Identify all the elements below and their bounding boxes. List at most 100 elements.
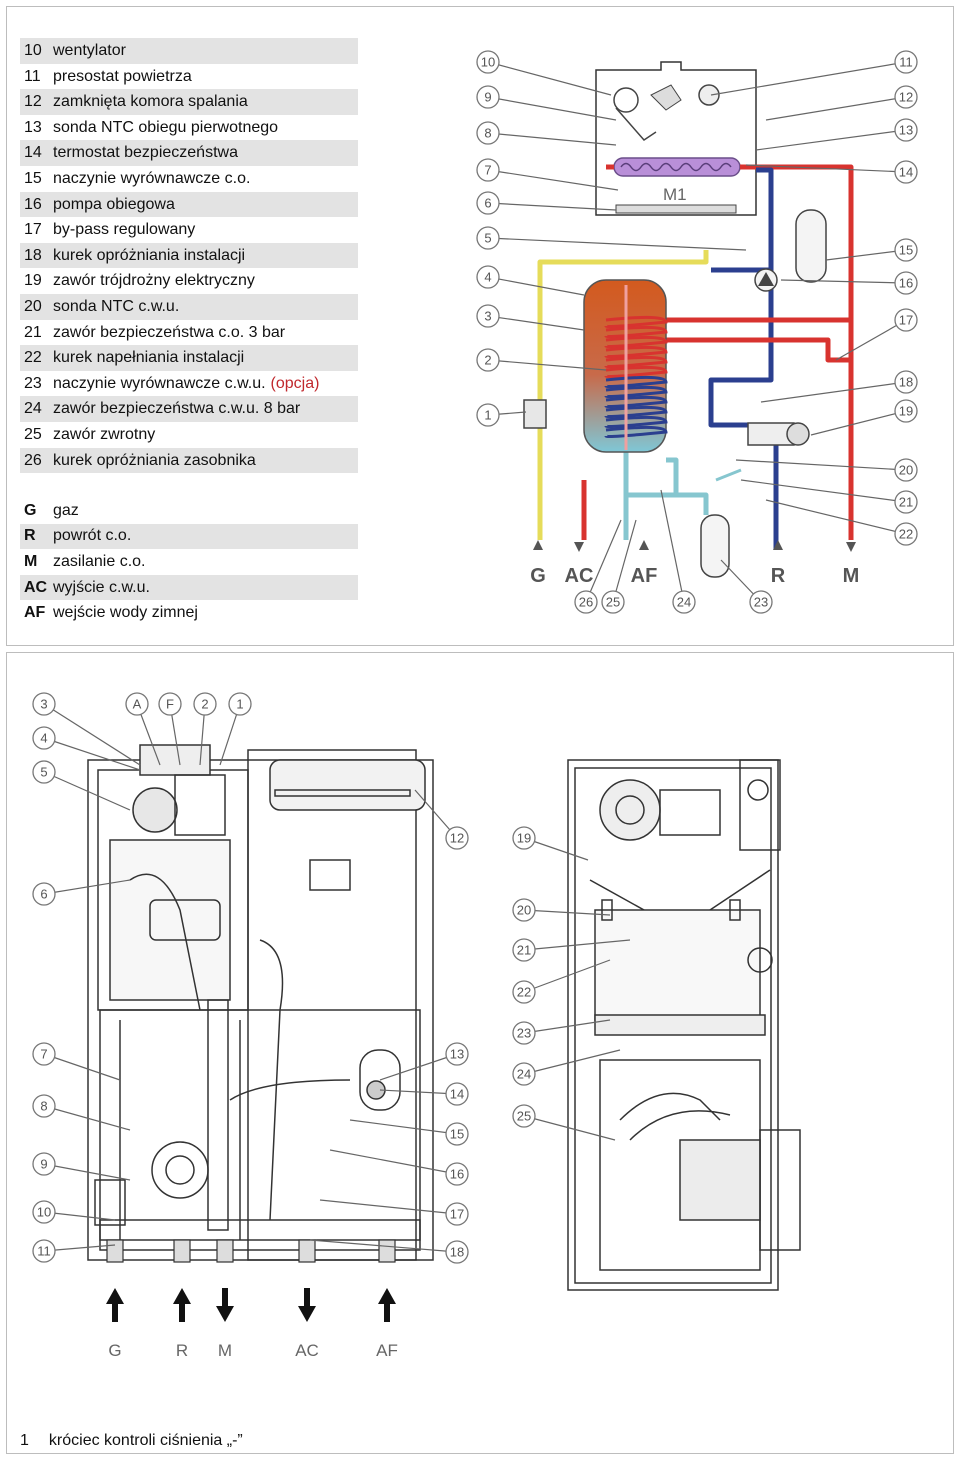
legend-number: 22 [24, 349, 42, 367]
callout-left: 22 [512, 980, 536, 1004]
callout-number: 11 [899, 55, 913, 70]
callout-number: 13 [899, 123, 913, 138]
callout-number: 17 [899, 313, 913, 328]
connection-af: AF [631, 540, 658, 587]
callout-number: 13 [450, 1047, 464, 1062]
hydraulic-schematic: M1 1098765432111121314151617181920212226… [476, 50, 918, 614]
front-connection-label: G [108, 1341, 121, 1360]
callout-number: 19 [899, 404, 913, 419]
callout-number: 8 [484, 126, 491, 141]
callout-number: 8 [40, 1099, 47, 1114]
callout-number: 23 [754, 595, 768, 610]
connection-code: G [24, 501, 37, 519]
callout-number: 7 [40, 1047, 47, 1062]
callout-bottom: 24 [672, 590, 696, 614]
legend-number: 24 [24, 400, 42, 418]
caption-number: 1 [20, 1432, 29, 1449]
callout-right: 17 [445, 1202, 469, 1226]
callout-left: 25 [512, 1104, 536, 1128]
connection-text: gaz [53, 501, 79, 519]
callout-number: 6 [484, 196, 491, 211]
legend-number: 14 [24, 144, 42, 162]
callout-right: 12 [445, 826, 469, 850]
callout-right: 11 [894, 50, 918, 74]
legend-optional-tag: (opcja) [270, 374, 320, 392]
callout-right: 13 [894, 118, 918, 142]
callout-right: 14 [445, 1082, 469, 1106]
pump-icon [754, 268, 778, 292]
connection-label: M [843, 565, 860, 587]
legend-number: 20 [24, 297, 42, 315]
callout-top: 1 [228, 692, 252, 716]
callout-number: 4 [484, 270, 491, 285]
callout-number: 23 [517, 1026, 531, 1041]
front-arrow-m: M [216, 1288, 234, 1360]
legend-row: 14 termostat bezpieczeństwa [20, 140, 358, 166]
callout-right: 21 [894, 490, 918, 514]
side-fan-assembly [599, 779, 721, 841]
front-connection-label: AC [295, 1341, 319, 1360]
callout-number: 15 [899, 243, 913, 258]
callout-number: 25 [606, 595, 620, 610]
connection-text: zasilanie c.o. [53, 552, 146, 570]
legend-text: sonda NTC obiegu pierwotnego [53, 118, 279, 136]
callout-number: 2 [484, 353, 491, 368]
callout-number: 2 [201, 697, 208, 712]
legend-text: kurek napełniania instalacji [53, 349, 245, 367]
callout-left: 1 [476, 403, 500, 427]
connection-label: AF [631, 565, 658, 587]
front-arrow-g: G [106, 1288, 124, 1360]
callout-number: 9 [484, 90, 491, 105]
legend-text: pompa obiegowa [53, 195, 175, 213]
front-arrow-ac: AC [295, 1288, 319, 1360]
callout-left: 7 [476, 158, 500, 182]
callout-number: 18 [450, 1245, 464, 1260]
callout-left: 2 [476, 348, 500, 372]
legend-number: 23 [24, 374, 42, 392]
callout-right: 15 [445, 1122, 469, 1146]
legend-text: termostat bezpieczeństwa [53, 144, 238, 162]
legend-number: 17 [24, 221, 42, 239]
burner-housing [595, 61, 757, 216]
callout-number: 14 [450, 1087, 464, 1102]
callout-left: 10 [32, 1200, 56, 1224]
legend-text: naczynie wyrównawcze c.o. [53, 169, 251, 187]
callout-number: 1 [236, 697, 243, 712]
connection-ac: AC [565, 542, 593, 587]
callout-bottom: 25 [601, 590, 625, 614]
callout-left: 7 [32, 1042, 56, 1066]
callout-left: 11 [32, 1239, 56, 1263]
callout-left: 21 [512, 938, 536, 962]
callout-left: 19 [512, 826, 536, 850]
legend-number: 26 [24, 451, 42, 469]
legend-text: kurek opróżniania zasobnika [53, 451, 256, 469]
callout-top: 2 [193, 692, 217, 716]
front-connection-label: M [218, 1341, 232, 1360]
callout-number: 16 [899, 276, 913, 291]
connection-m: M [843, 542, 860, 587]
callout-left: 5 [32, 760, 56, 784]
callout-number: 3 [40, 697, 47, 712]
blower-assembly [132, 744, 226, 836]
legend-text: naczynie wyrównawcze c.w.u.(opcja) [53, 374, 320, 392]
callout-number: 5 [484, 231, 491, 246]
callout-number: 26 [579, 595, 593, 610]
connection-code: M [24, 552, 38, 570]
caption-text: króciec kontroli ciśnienia „-” [48, 1432, 243, 1449]
primary-heat-exchanger [613, 157, 741, 177]
burner [615, 204, 737, 214]
